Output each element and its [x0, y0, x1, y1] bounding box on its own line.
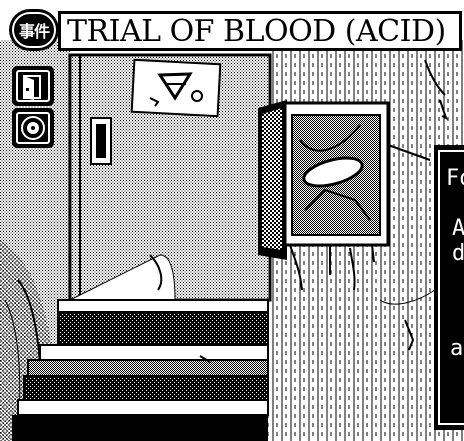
dialogue-line-1: Fo	[446, 166, 464, 191]
door-icon	[23, 75, 41, 100]
dialogue-panel[interactable]: Fo A d a	[434, 145, 464, 430]
case-badge-label: 事件	[18, 22, 50, 41]
disc-icon	[21, 116, 45, 140]
wall-cabinet[interactable]	[258, 100, 431, 260]
staircase	[12, 299, 269, 441]
dialogue-line-2: A	[452, 216, 464, 241]
case-badge: 事件	[9, 9, 59, 51]
door-button[interactable]	[12, 66, 54, 106]
chapter-title: TRIAL OF BLOOD (ACID)	[67, 14, 446, 49]
dialogue-line-3: d	[452, 241, 464, 266]
dialogue-line-4: a	[450, 336, 464, 361]
wall-sign	[130, 58, 222, 118]
disc-button[interactable]	[12, 108, 54, 148]
title-bar: TRIAL OF BLOOD (ACID)	[58, 11, 462, 51]
